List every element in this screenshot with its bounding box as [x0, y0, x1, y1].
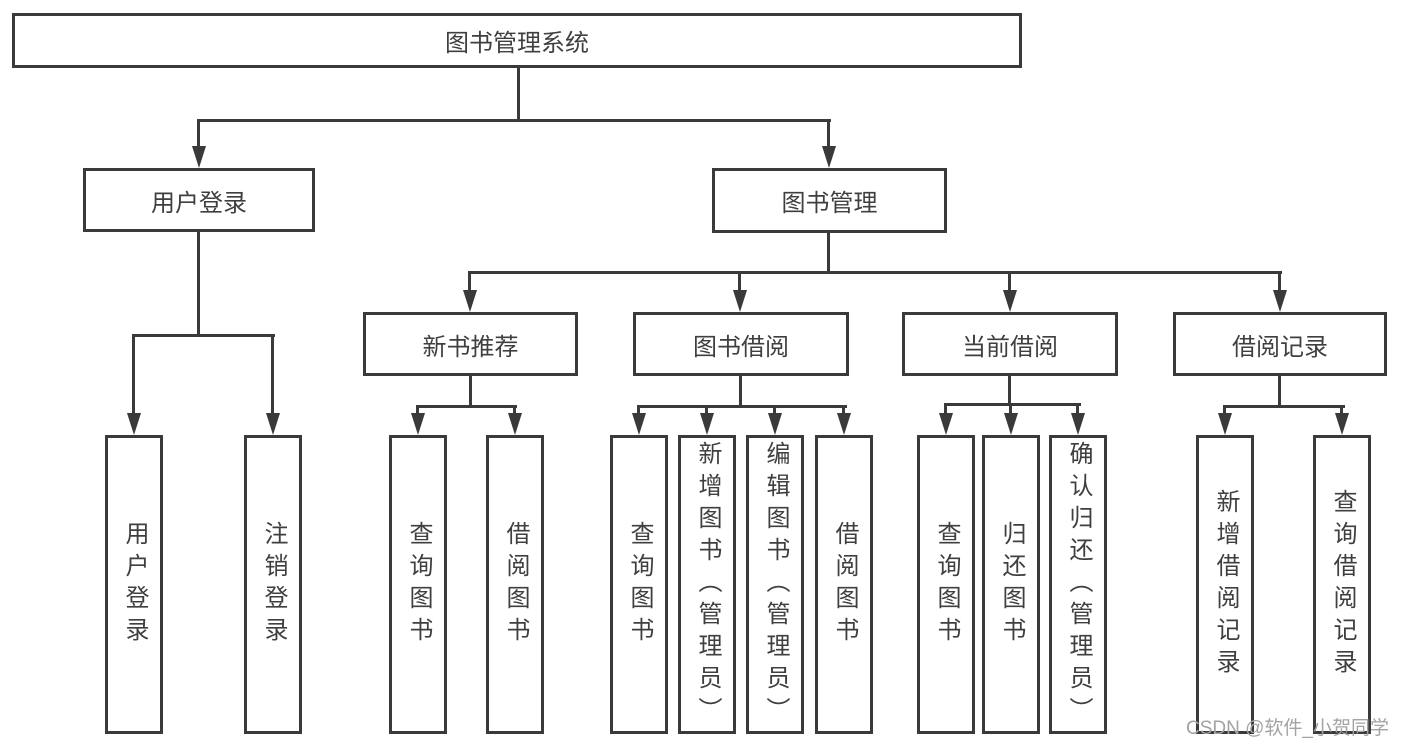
edge-br-hline [1223, 405, 1345, 408]
node-book-mgmt: 图书管理 [712, 168, 947, 233]
node-cb-return-book: 归还图书 [982, 435, 1040, 734]
edge-drop-user-login [197, 119, 200, 148]
edge-drop-new-book-rec [468, 271, 471, 292]
arrowhead-br-add [1218, 413, 1232, 435]
edge-drop-bb-borrow [842, 405, 845, 417]
node-br-query-record: 查询借阅记录 [1313, 435, 1371, 734]
arrowhead-bb-borrow [837, 413, 851, 435]
node-user-login-label: 用户登录 [151, 189, 247, 217]
node-nbr-borrow-book: 借阅图书 [486, 435, 544, 734]
edge-bb-hline [637, 405, 847, 408]
arrowhead-leaf-user-login [127, 413, 141, 435]
edge-cb-vline [1008, 376, 1011, 406]
edge-drop-nbr-query [416, 405, 419, 417]
node-bb-edit-book: 编辑图书（管理员） [746, 435, 804, 734]
edge-nbr-vline [469, 376, 472, 408]
node-user-login: 用户登录 [83, 168, 315, 232]
node-cb-return-book-label: 归还图书 [998, 520, 1025, 649]
edge-l2-hline [197, 119, 831, 122]
node-cb-confirm-return: 确认归还（管理员） [1049, 435, 1107, 734]
node-nbr-query-book-label: 查询图书 [405, 520, 432, 649]
arrowhead-br-query [1335, 413, 1349, 435]
node-root-label: 图书管理系统 [445, 30, 589, 57]
edge-user-login-vline [197, 232, 200, 337]
node-bb-borrow-book-label: 借阅图书 [831, 520, 858, 649]
edge-drop-book-borrow [738, 271, 741, 292]
node-root: 图书管理系统 [12, 13, 1022, 68]
edge-drop-book-mgmt [827, 119, 830, 148]
node-leaf-logout: 注销登录 [244, 435, 302, 734]
node-cb-query-book: 查询图书 [917, 435, 975, 734]
arrowhead-bb-query [632, 413, 646, 435]
edge-drop-leaf-user-login [132, 334, 135, 415]
node-bb-edit-book-label: 编辑图书（管理员） [762, 440, 789, 729]
arrowhead-cb-confirm [1071, 413, 1085, 435]
node-borrow-record-label: 借阅记录 [1232, 333, 1328, 361]
node-leaf-user-login-label: 用户登录 [121, 520, 148, 649]
arrowhead-new-book-rec [463, 290, 477, 312]
node-nbr-borrow-book-label: 借阅图书 [502, 520, 529, 649]
node-borrow-record: 借阅记录 [1173, 312, 1387, 376]
node-bb-add-book-label: 新增图书（管理员） [694, 440, 721, 729]
edge-root-vline [517, 68, 520, 121]
arrowhead-bb-edit [768, 413, 782, 435]
edge-user-login-hline [132, 334, 275, 337]
node-new-book-rec-label: 新书推荐 [422, 333, 519, 361]
edge-l3-hline [468, 271, 1282, 274]
arrowhead-borrow-record [1273, 290, 1287, 312]
edge-drop-cb-confirm [1076, 403, 1079, 417]
node-current-borrow-label: 当前借阅 [962, 333, 1058, 361]
csdn-watermark: CSDN @软件_小贺同学 [1186, 718, 1389, 739]
edge-drop-borrow-record [1278, 271, 1281, 292]
edge-drop-nbr-borrow [513, 405, 516, 417]
arrowhead-current-borrow [1003, 290, 1017, 312]
node-book-borrow: 图书借阅 [633, 312, 849, 376]
arrowhead-leaf-logout [266, 413, 280, 435]
node-cb-query-book-label: 查询图书 [933, 520, 960, 649]
node-new-book-rec: 新书推荐 [363, 312, 578, 376]
arrowhead-nbr-borrow [508, 413, 522, 435]
arrowhead-nbr-query [411, 413, 425, 435]
node-book-borrow-label: 图书借阅 [693, 333, 789, 361]
node-bb-query-book: 查询图书 [610, 435, 668, 734]
node-br-add-record-label: 新增借阅记录 [1212, 488, 1239, 681]
arrowhead-bb-add [700, 413, 714, 435]
node-br-query-record-label: 查询借阅记录 [1329, 488, 1356, 681]
edge-drop-cb-query [944, 403, 947, 417]
node-cb-confirm-return-label: 确认归还（管理员） [1065, 440, 1092, 729]
edge-drop-bb-query [637, 405, 640, 417]
node-bb-add-book: 新增图书（管理员） [678, 435, 736, 734]
edge-drop-br-query [1340, 405, 1343, 417]
arrowhead-book-borrow [733, 290, 747, 312]
arrowhead-cb-return [1004, 413, 1018, 435]
node-leaf-logout-label: 注销登录 [260, 520, 287, 649]
node-book-mgmt-label: 图书管理 [781, 190, 878, 217]
node-br-add-record: 新增借阅记录 [1196, 435, 1254, 734]
node-bb-borrow-book: 借阅图书 [815, 435, 873, 734]
node-leaf-user-login: 用户登录 [105, 435, 163, 734]
edge-drop-bb-edit [773, 405, 776, 417]
arrowhead-book-mgmt [822, 146, 836, 168]
edge-br-vline [1278, 376, 1281, 408]
arrowhead-cb-query [939, 413, 953, 435]
edge-cb-hline [944, 403, 1081, 406]
edge-nbr-hline [416, 405, 517, 408]
edge-drop-cb-return [1009, 403, 1012, 417]
node-current-borrow: 当前借阅 [902, 312, 1118, 376]
edge-book-mgmt-vline [827, 233, 830, 274]
edge-drop-current-borrow [1008, 271, 1011, 292]
edge-bb-vline [739, 376, 742, 408]
arrowhead-user-login [192, 146, 206, 168]
edge-drop-br-add [1223, 405, 1226, 417]
edge-drop-bb-add [705, 405, 708, 417]
node-bb-query-book-label: 查询图书 [626, 520, 653, 649]
node-nbr-query-book: 查询图书 [389, 435, 447, 734]
edge-drop-leaf-logout [271, 334, 274, 415]
